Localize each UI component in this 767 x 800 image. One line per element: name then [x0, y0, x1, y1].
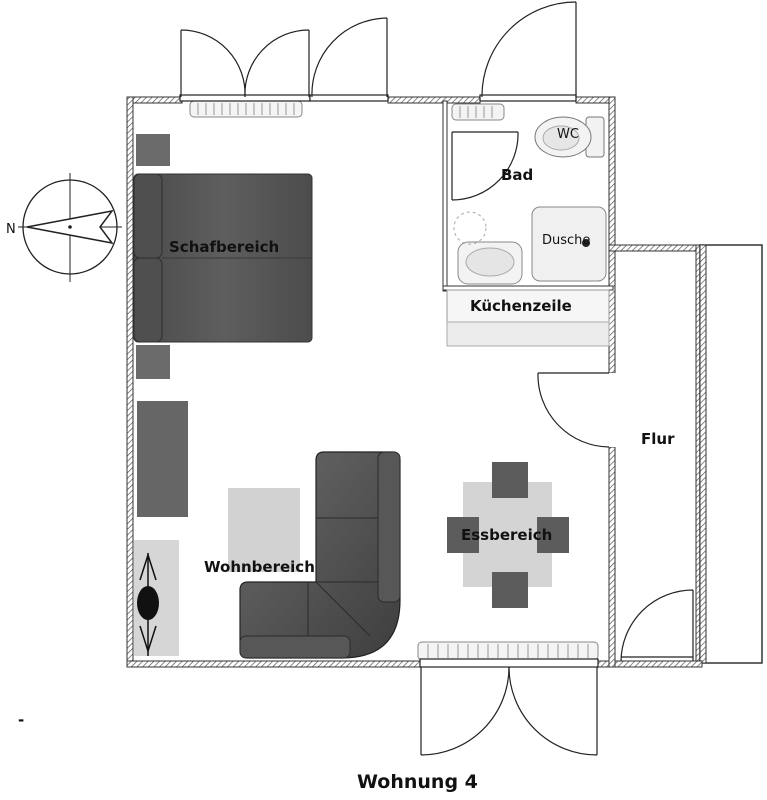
- room-label-schlafbereich: Schafbereich: [169, 238, 279, 256]
- radiator-bath: [451, 103, 505, 121]
- corridor-door: [537, 372, 617, 448]
- bathroom-dashed-circle: [453, 211, 487, 245]
- radiator-bottom: [417, 641, 599, 661]
- rug: [228, 488, 300, 572]
- walls: [126, 96, 763, 668]
- nightstand-bottom: [136, 345, 170, 379]
- floor-lamp-area: [134, 540, 179, 656]
- room-label-essbereich: Essbereich: [461, 526, 552, 544]
- corridor-entrance-door: [620, 589, 694, 662]
- room-label-kuechenzeile: Küchenzeile: [470, 297, 572, 315]
- stray-mark: -: [18, 711, 24, 729]
- corner-sofa: [239, 451, 401, 659]
- wardrobe: [137, 401, 188, 517]
- double-bed: [133, 173, 313, 343]
- bathroom-door: [451, 131, 519, 201]
- compass-north-label: N: [6, 222, 16, 237]
- radiator-top: [189, 100, 303, 118]
- kitchen-counter: [446, 289, 610, 347]
- shower-tray: [531, 206, 607, 282]
- plan-title: Wohnung 4: [357, 771, 478, 793]
- room-label-flur: Flur: [641, 430, 675, 448]
- compass-icon: [18, 173, 122, 282]
- room-label-wc: WC: [557, 127, 579, 142]
- room-label-dusche: Dusche: [542, 233, 590, 248]
- window-top-left-double: [179, 29, 311, 102]
- toilet: [534, 116, 605, 158]
- room-label-wohnbereich: Wohnbereich: [204, 558, 315, 576]
- window-top-single: [309, 17, 389, 102]
- balcony-door-double: [419, 658, 599, 756]
- room-label-bad: Bad: [501, 166, 533, 184]
- bathroom-sink: [457, 241, 523, 285]
- nightstand-top: [136, 134, 170, 166]
- window-top-right: [479, 1, 577, 102]
- dining-table-set: [447, 462, 569, 608]
